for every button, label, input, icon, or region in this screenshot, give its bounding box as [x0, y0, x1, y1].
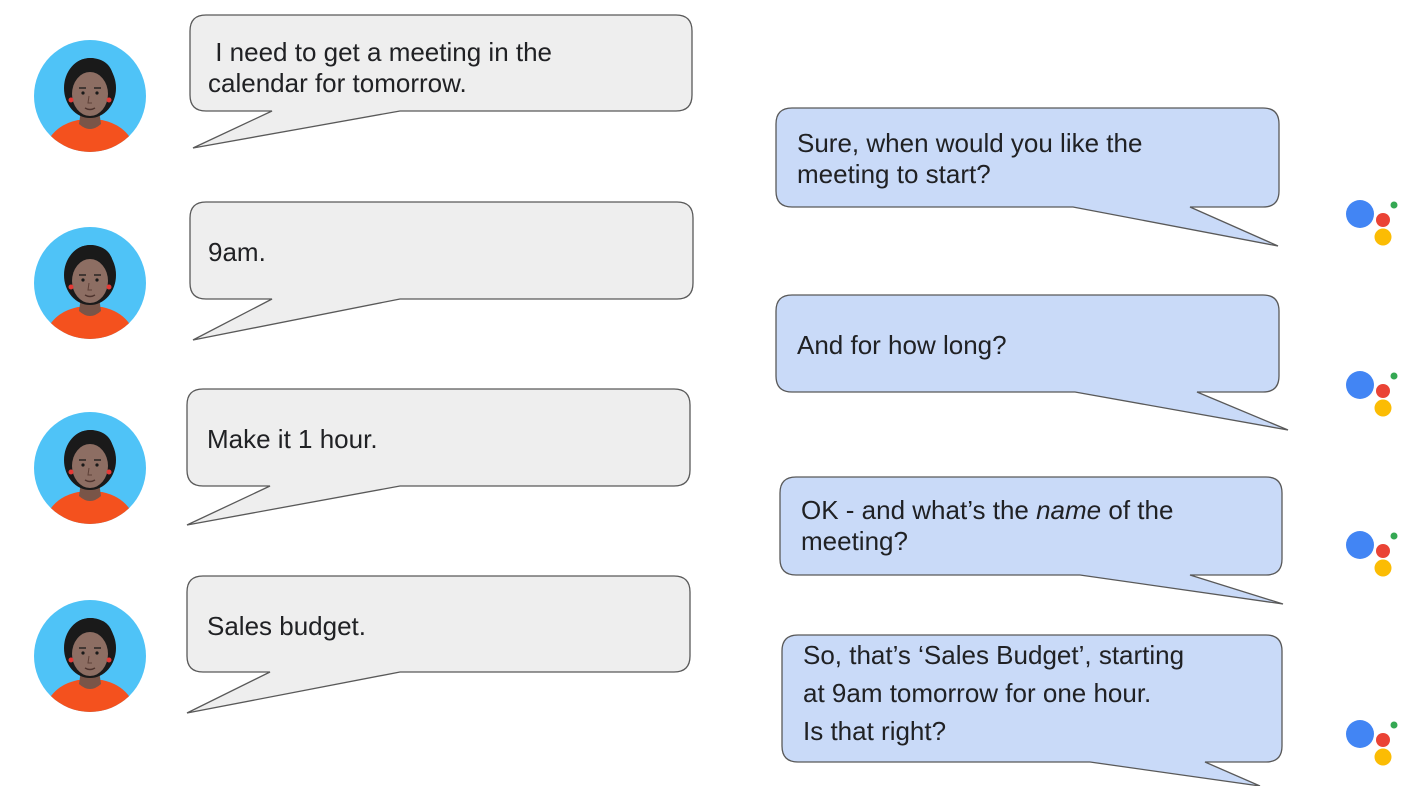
person-avatar-icon: [34, 412, 146, 524]
assistant-message-4: [781, 634, 1398, 786]
assistant-bubble: [781, 634, 1283, 786]
assistant-message-3-text: OK - and what’s the name of the meeting?: [801, 495, 1173, 557]
user-message-2: [34, 201, 694, 341]
user-message-2-text: 9am.: [208, 237, 266, 268]
message-line: meeting?: [801, 526, 1173, 557]
assistant-message-2: [775, 294, 1398, 431]
message-line: Is that right?: [803, 716, 947, 746]
user-message-4-text: Sales budget.: [207, 611, 366, 642]
user-message-4: [34, 575, 691, 714]
assistant-message-1-text: Sure, when would you like the meeting to…: [797, 128, 1142, 190]
message-line: I need to get a meeting in the: [208, 37, 553, 67]
user-bubble: [189, 14, 693, 149]
google-assistant-icon: [1346, 371, 1398, 417]
message-fragment: meeting?: [801, 526, 908, 556]
message-fragment: of the: [1101, 495, 1174, 525]
assistant-message-3: [779, 476, 1398, 605]
google-assistant-icon: [1346, 720, 1398, 766]
message-line: meeting to start?: [797, 159, 991, 189]
message-line: 9am.: [208, 237, 266, 267]
assistant-bubble: [779, 476, 1284, 605]
google-assistant-icon: [1346, 200, 1398, 246]
user-message-3: [34, 388, 691, 526]
user-message-3-text: Make it 1 hour.: [207, 424, 378, 455]
message-line: Make it 1 hour.: [207, 424, 378, 454]
message-fragment-emphasis: name: [1036, 495, 1102, 525]
assistant-bubble: [775, 294, 1289, 431]
message-line: Sure, when would you like the: [797, 128, 1143, 158]
assistant-message-1: [775, 107, 1398, 247]
user-message-1-text: I need to get a meeting in the calendar …: [208, 37, 552, 99]
person-avatar-icon: [34, 600, 146, 712]
message-fragment: OK - and what’s the: [801, 495, 1037, 525]
message-line: And for how long?: [797, 330, 1007, 360]
message-line: OK - and what’s the name of the: [801, 495, 1173, 526]
person-avatar-icon: [34, 40, 146, 152]
person-avatar-icon: [34, 227, 146, 339]
assistant-message-2-text: And for how long?: [797, 330, 1007, 361]
user-bubble: [186, 388, 691, 526]
user-message-1: [34, 14, 693, 152]
message-line: So, that’s ‘Sales Budget’, starting: [803, 640, 1185, 670]
message-line: Sales budget.: [207, 611, 367, 641]
message-line: at 9am tomorrow for one hour.: [803, 678, 1152, 708]
user-bubble: [186, 575, 691, 714]
assistant-message-4-text: So, that’s ‘Sales Budget’, starting at 9…: [803, 636, 1184, 750]
user-bubble: [189, 201, 694, 341]
message-line: calendar for tomorrow.: [208, 68, 467, 98]
assistant-bubble: [775, 107, 1280, 247]
google-assistant-icon: [1346, 531, 1398, 577]
